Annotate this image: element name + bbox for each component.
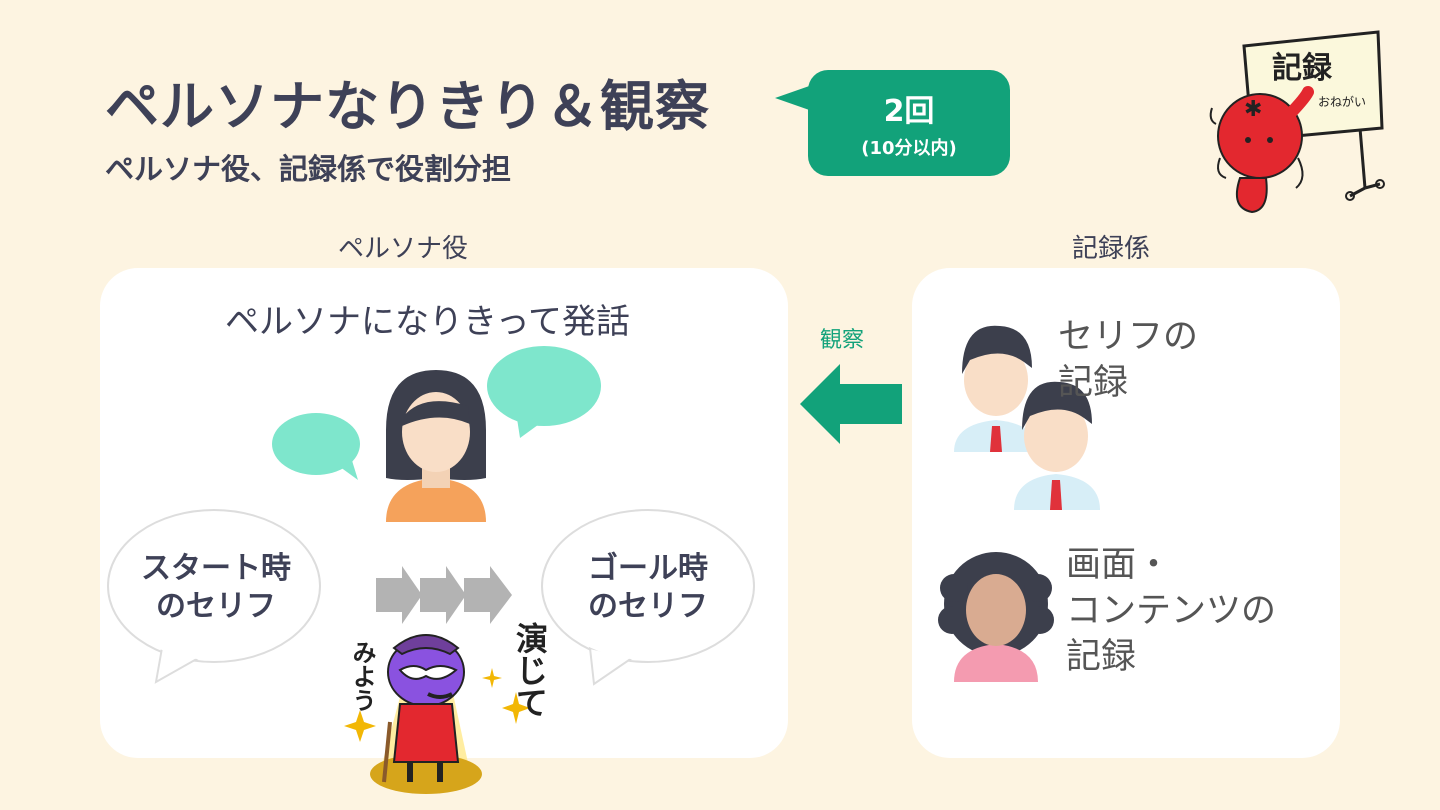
persona-instruction: ペルソナになりきって発話 <box>225 302 630 342</box>
badge-count: 2回 <box>883 94 935 129</box>
goal-speech-bubble <box>541 509 755 686</box>
character-caption-right: 演じて <box>511 622 549 718</box>
svg-text:✱: ✱ <box>1244 97 1262 122</box>
serif-record-text: セリフの 記録 <box>1058 314 1198 406</box>
start-speech-bubble <box>107 509 321 684</box>
recorder-role-label: 記録係 <box>1072 234 1151 264</box>
persona-woman-avatar <box>386 370 486 522</box>
badge-time-limit: (10分以内) <box>861 138 957 159</box>
start-bubble-line2: のセリフ <box>156 589 276 624</box>
mascot-sign-illustration: 記録 おねがい ✱ <box>1209 30 1385 214</box>
observe-arrow-icon <box>800 364 902 444</box>
page-title: ペルソナなりきり＆観察 <box>105 75 710 138</box>
observe-label: 観察 <box>820 328 865 353</box>
screen-record-text: 画面・ コンテンツの 記録 <box>1066 542 1276 680</box>
sign-subtext: おねがい <box>1318 94 1366 109</box>
character-caption-left: みよう <box>348 640 376 712</box>
sign-text: 記録 <box>1272 51 1333 86</box>
persona-role-label: ペルソナ役 <box>338 234 469 264</box>
screen-record-line2: コンテンツの <box>1066 591 1277 631</box>
serif-record-line1: セリフの <box>1058 317 1199 357</box>
goal-bubble-text: ゴール時 のセリフ <box>568 550 728 626</box>
start-bubble-line1: スタート時 <box>141 551 291 586</box>
speech-bubble-small-icon <box>272 413 360 480</box>
serif-record-line2: 記録 <box>1058 363 1129 403</box>
goal-bubble-line1: ゴール時 <box>588 551 708 586</box>
screen-record-line1: 画面・ <box>1066 545 1172 585</box>
session-count-badge: 2回 (10分以内) <box>808 70 1010 176</box>
recorder-woman-avatar <box>938 552 1054 682</box>
recorder-men-avatars <box>954 325 1100 510</box>
page-subtitle: ペルソナ役、記録係で役割分担 <box>105 152 512 186</box>
acting-character-illustration: みよう 演じて <box>344 622 549 794</box>
screen-record-line3: 記録 <box>1066 637 1137 677</box>
goal-bubble-line2: のセリフ <box>588 589 708 624</box>
speech-bubble-large-icon <box>487 346 601 438</box>
start-bubble-text: スタート時 のセリフ <box>136 550 296 626</box>
progress-arrows-icon <box>376 566 512 624</box>
